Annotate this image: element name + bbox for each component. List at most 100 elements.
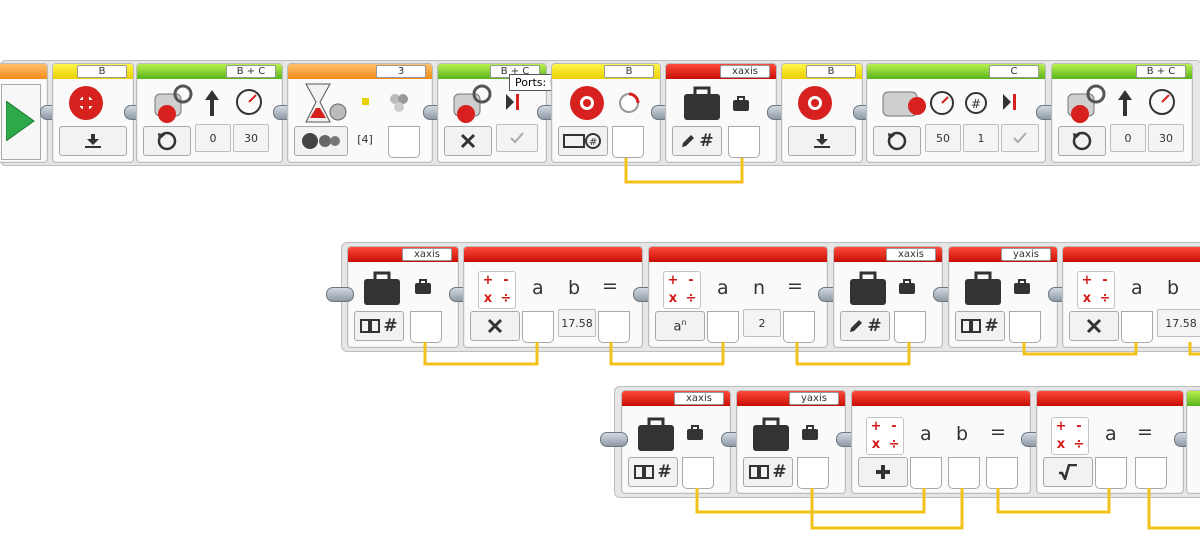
- mode-selector[interactable]: [858, 457, 908, 487]
- math-sqrt-block[interactable]: +-x÷ a =: [1036, 390, 1184, 494]
- wait-block[interactable]: 3 [4]: [287, 63, 433, 163]
- motor-rotation-block[interactable]: B #: [551, 63, 661, 163]
- input-a-plug: [1121, 311, 1153, 343]
- sequence-connector: [600, 432, 628, 447]
- variable-read-block-row3[interactable]: xaxis #: [621, 390, 731, 494]
- mode-selector[interactable]: [444, 126, 492, 156]
- next-block-partial[interactable]: [1186, 390, 1200, 494]
- port-selector[interactable]: C: [989, 65, 1039, 78]
- play-icon: [6, 101, 35, 141]
- math-add-block[interactable]: +-x÷ a b =: [851, 390, 1031, 494]
- mode-selector[interactable]: #: [840, 311, 890, 341]
- mode-selector[interactable]: #: [672, 126, 722, 156]
- input-b-value[interactable]: 17.58: [1157, 309, 1200, 337]
- rotations-value[interactable]: 1: [963, 124, 999, 152]
- mode-selector[interactable]: [1058, 126, 1106, 156]
- stop-icon: [1003, 94, 1016, 110]
- multiply-icon: [487, 318, 503, 334]
- input-a-label: a: [717, 277, 729, 299]
- math-multiply-block[interactable]: +-x÷ a b = 17.58: [463, 246, 643, 348]
- motor-target-icon: [798, 86, 832, 120]
- hash-icon: #: [867, 316, 882, 336]
- degrees-measure-icon: #: [563, 133, 601, 149]
- power-value[interactable]: 30: [233, 124, 269, 152]
- mode-selector[interactable]: [873, 126, 921, 156]
- port-selector[interactable]: B + C: [1136, 65, 1186, 78]
- mode-selector[interactable]: [1069, 311, 1119, 341]
- motor-reset-block-2[interactable]: B: [781, 63, 863, 163]
- variable-read-block-row3-yaxis[interactable]: yaxis #: [736, 390, 846, 494]
- exponent-icon: an: [673, 317, 687, 335]
- math-icon: +-x÷: [663, 271, 701, 309]
- math-exponent-block[interactable]: +-x÷ a n = an 2: [648, 246, 828, 348]
- block-header: [1037, 391, 1183, 406]
- mode-selector[interactable]: [294, 126, 348, 156]
- brake-value[interactable]: [496, 124, 538, 152]
- rotate-icon: [1072, 131, 1092, 151]
- variable-read-block-yaxis[interactable]: yaxis #: [948, 246, 1058, 348]
- port-selector[interactable]: B + C: [226, 65, 276, 78]
- move-steering-block[interactable]: B + C 0 30: [136, 63, 283, 163]
- suitcase-icon: [364, 271, 400, 305]
- variable-name[interactable]: xaxis: [674, 392, 724, 405]
- suitcase-icon: [638, 417, 674, 451]
- variable-write-block-2[interactable]: xaxis #: [833, 246, 943, 348]
- variable-name[interactable]: xaxis: [886, 248, 936, 261]
- power-value[interactable]: 30: [1148, 124, 1184, 152]
- motor-reset-block[interactable]: B: [52, 63, 134, 163]
- steering-value[interactable]: 0: [195, 124, 231, 152]
- power-value[interactable]: 50: [925, 124, 961, 152]
- mode-selector[interactable]: #: [955, 311, 1005, 341]
- color-set-value[interactable]: [4]: [357, 132, 373, 146]
- large-motor-block[interactable]: C # 50 1: [866, 63, 1046, 163]
- variable-name[interactable]: yaxis: [789, 392, 839, 405]
- output-plug: [1135, 457, 1167, 489]
- variable-name[interactable]: xaxis: [402, 248, 452, 261]
- start-block[interactable]: [0, 63, 48, 163]
- block-header: [649, 247, 827, 262]
- block-header: [852, 391, 1030, 406]
- square-root-icon: [1059, 464, 1077, 480]
- port-selector[interactable]: 3: [376, 65, 426, 78]
- speedometer-icon: [1149, 89, 1175, 115]
- variable-write-block[interactable]: xaxis #: [665, 63, 777, 163]
- mode-selector[interactable]: [470, 311, 520, 341]
- steering-value[interactable]: 0: [1110, 124, 1146, 152]
- mode-selector[interactable]: #: [558, 126, 608, 156]
- suitcase-small-icon: [733, 96, 749, 111]
- brake-value[interactable]: [1001, 124, 1039, 152]
- variable-name[interactable]: xaxis: [720, 65, 770, 78]
- start-tile: [1, 84, 41, 160]
- hash-icon: #: [984, 316, 999, 336]
- move-steering-block-2[interactable]: B + C 0 30: [1051, 63, 1193, 163]
- mode-selector[interactable]: [788, 126, 856, 156]
- port-selector[interactable]: B: [77, 65, 127, 78]
- input-n-value[interactable]: 2: [743, 309, 781, 337]
- port-selector[interactable]: B: [604, 65, 654, 78]
- sequence-connector: [326, 287, 354, 302]
- output-plug: [1009, 311, 1041, 343]
- large-motor-icon: [882, 91, 926, 117]
- mode-selector[interactable]: #: [354, 311, 404, 341]
- mode-selector[interactable]: an: [655, 311, 705, 341]
- output-plug: [388, 126, 420, 158]
- mode-selector[interactable]: #: [743, 457, 793, 487]
- stop-icon: [506, 94, 519, 110]
- mode-selector[interactable]: [1043, 457, 1093, 487]
- port-selector[interactable]: B: [806, 65, 856, 78]
- mode-selector[interactable]: [143, 126, 191, 156]
- mode-selector[interactable]: [59, 126, 127, 156]
- variable-name[interactable]: yaxis: [1001, 248, 1051, 261]
- output-plug: [598, 311, 630, 343]
- steering-motor-icon: [1067, 84, 1106, 123]
- input-b-value[interactable]: 17.58: [558, 309, 596, 337]
- mode-selector[interactable]: #: [628, 457, 678, 487]
- arrow-up-icon: [1118, 90, 1132, 116]
- variable-read-block[interactable]: xaxis #: [347, 246, 459, 348]
- input-plug: [894, 311, 926, 343]
- math-multiply-block-2[interactable]: +-x÷ a b 17.58: [1062, 246, 1200, 348]
- arrow-up-icon: [205, 90, 219, 116]
- output-plug: [410, 311, 442, 343]
- speedometer-icon: [236, 89, 262, 115]
- input-a-label: a: [1105, 423, 1117, 445]
